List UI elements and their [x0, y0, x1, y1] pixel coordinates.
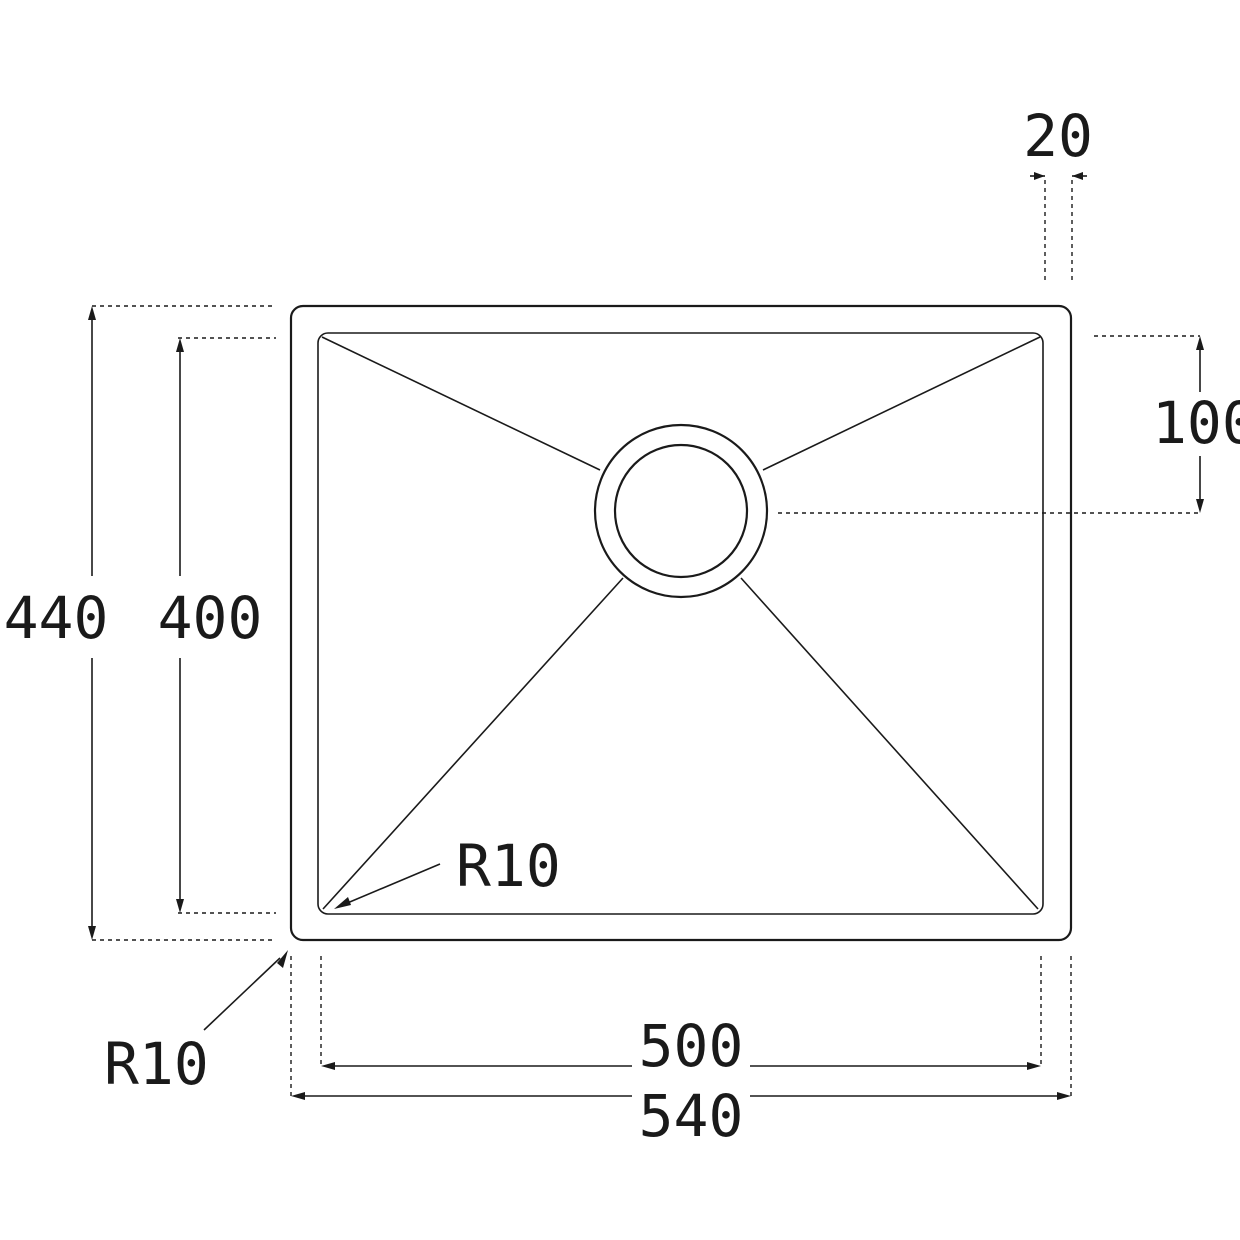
- rim-width-dimension-marks: [1030, 172, 1087, 180]
- outer-width-dimension-line: [291, 1092, 1071, 1100]
- slope-line-top-left: [321, 336, 601, 471]
- inner-width-dimension-line: [321, 1062, 1041, 1070]
- inner-radius-leader: [334, 863, 441, 909]
- outer-radius-label: R10: [104, 1030, 209, 1098]
- outer-radius-leader: [203, 950, 288, 1031]
- outer-height-label: 440: [4, 584, 109, 652]
- slope-line-top-right: [762, 336, 1041, 471]
- outer-height-dimension-line: [88, 306, 96, 940]
- inner-height-label: 400: [158, 584, 263, 652]
- inner-height-dimension-line: [176, 338, 184, 913]
- outer-rim-outline: [289, 304, 1073, 942]
- outer-width-label: 540: [639, 1082, 744, 1150]
- slope-line-bottom-right: [740, 577, 1039, 910]
- drain-outer-ring: [593, 423, 769, 599]
- drain-offset-label: 100: [1152, 389, 1240, 457]
- rim-width-label: 20: [1023, 102, 1093, 170]
- drain-offset-dimension-line: [1196, 336, 1204, 513]
- inner-radius-label: R10: [456, 832, 561, 900]
- inner-bowl-outline: [317, 332, 1044, 915]
- inner-width-label: 500: [639, 1012, 744, 1080]
- drain-inner-ring: [613, 443, 749, 579]
- slope-line-bottom-left: [322, 577, 624, 910]
